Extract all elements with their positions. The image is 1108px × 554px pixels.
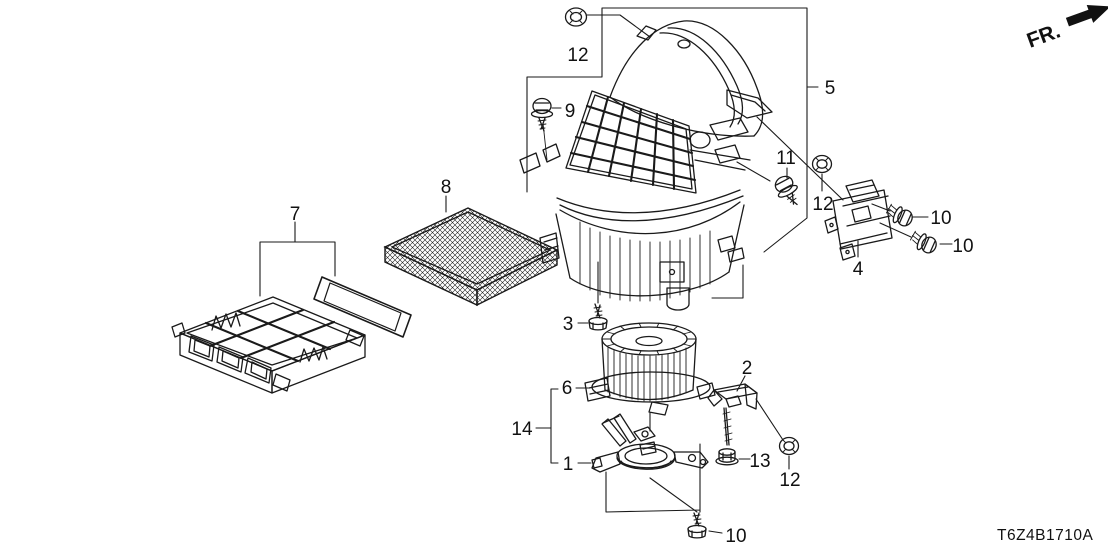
leader-lines bbox=[259, 7, 953, 534]
power-transistor-drawing bbox=[824, 179, 893, 261]
callout-1: 1 bbox=[563, 454, 574, 475]
cabin-air-filter-drawing bbox=[383, 207, 559, 307]
callout-12-mid: 12 bbox=[812, 194, 833, 215]
bolt-13-drawing bbox=[715, 448, 739, 466]
callout-2: 2 bbox=[742, 358, 753, 379]
fr-direction-label: FR. bbox=[1024, 20, 1064, 53]
bolt-9-drawing bbox=[530, 97, 554, 132]
screw-10-mid-drawing bbox=[909, 230, 937, 254]
callout-3: 3 bbox=[563, 314, 574, 335]
screw-10-upper-drawing bbox=[885, 203, 913, 227]
fr-arrow-icon bbox=[1065, 5, 1108, 27]
callout-4: 4 bbox=[853, 259, 864, 280]
nut-12-bottom-drawing bbox=[778, 436, 800, 456]
motor-bracket-drawing bbox=[707, 383, 758, 446]
callout-9: 9 bbox=[565, 101, 576, 122]
callout-10-upper: 10 bbox=[930, 208, 951, 229]
blower-housing-assembly-drawing bbox=[519, 20, 773, 311]
bolt-11-drawing bbox=[774, 175, 798, 206]
screw-10-bottom-drawing bbox=[687, 512, 707, 539]
callout-14: 14 bbox=[511, 419, 533, 440]
part-code: T6Z4B1710A bbox=[997, 527, 1093, 544]
fr-direction-arrow: FR. bbox=[1024, 5, 1108, 53]
screw-3-drawing bbox=[588, 303, 608, 331]
nut-12-mid-drawing bbox=[811, 154, 833, 174]
nut-12-top-drawing bbox=[564, 7, 588, 27]
callout-10-bottom: 10 bbox=[725, 526, 746, 547]
callout-12-bottom: 12 bbox=[779, 470, 800, 491]
filter-seal-drawing bbox=[313, 276, 412, 338]
blower-fan-motor-drawing bbox=[584, 322, 716, 416]
motor-mount-drawing bbox=[591, 413, 709, 473]
callout-10-mid: 10 bbox=[952, 236, 973, 257]
callout-8: 8 bbox=[441, 177, 452, 198]
callout-5: 5 bbox=[825, 78, 836, 99]
callout-12-top: 12 bbox=[567, 45, 588, 66]
callout-7: 7 bbox=[290, 204, 301, 225]
filter-frame-drawing bbox=[171, 296, 366, 394]
callout-6: 6 bbox=[562, 378, 573, 399]
callout-11: 11 bbox=[776, 148, 796, 169]
callout-13: 13 bbox=[749, 451, 770, 472]
